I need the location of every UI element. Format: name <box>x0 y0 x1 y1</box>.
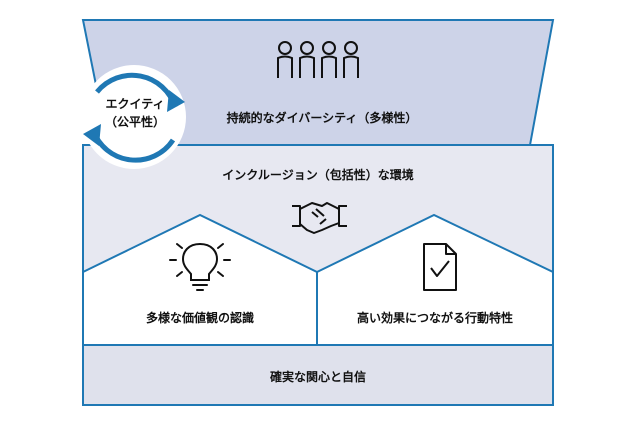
equity-label-line2: （公平性） <box>104 115 165 129</box>
base-label: 確実な関心と自信 <box>269 370 366 384</box>
right-house-label: 高い効果につながる行動特性 <box>356 311 513 325</box>
handshake-icon <box>292 202 347 234</box>
lightbulb-icon <box>169 242 231 291</box>
equity-circle-arrows-icon <box>82 65 186 169</box>
inclusion-label: インクルージョン（包括性）な環境 <box>222 168 414 182</box>
diversity-label: 持続的なダイバーシティ（多様性） <box>226 111 418 125</box>
left-house-label: 多様な価値観の認識 <box>145 311 254 325</box>
people-icon <box>277 41 359 78</box>
checklist-document-icon <box>423 243 457 291</box>
base-bar-shape <box>82 344 554 406</box>
equity-label-line1: エクイティ <box>105 97 165 111</box>
right-house-shape <box>316 213 554 346</box>
equity-cycle <box>79 62 189 172</box>
